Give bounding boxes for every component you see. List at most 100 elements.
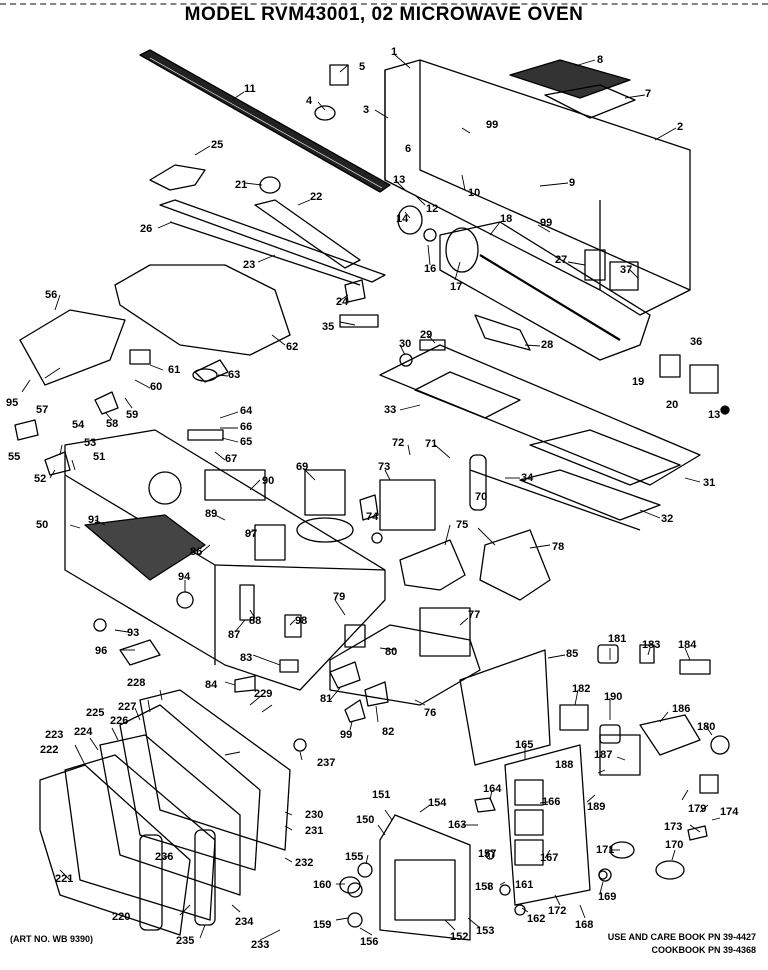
part-label-179: 179 [688,803,706,815]
part-label-51: 51 [93,451,105,463]
part-label-223: 223 [45,729,63,741]
part-label-34: 34 [521,472,534,484]
part-label-94: 94 [178,571,191,583]
duct-75-shape [399,539,466,591]
part-label-75: 75 [456,519,468,531]
inner-door-shape [379,814,471,941]
part-label-86: 86 [190,546,202,558]
part-label-224: 224 [74,726,93,738]
bracket-25-shape [149,164,206,191]
part-label-21: 21 [235,179,247,191]
part-label-58: 58 [106,418,118,430]
part-label-26: 26 [140,223,152,235]
part-label-19: 19 [632,376,644,388]
part-label-79: 79 [333,591,345,603]
part-label-235: 235 [176,935,194,947]
part-label-98: 98 [295,615,307,627]
part-label-61: 61 [168,364,180,376]
part-label-182: 182 [572,683,590,695]
part-label-50: 50 [36,519,48,531]
part-label-71: 71 [425,438,437,450]
part-labels: 1 2 3 4 5 6 7 8 9 10 11 12 13 13 14 16 1… [6,46,739,951]
outer-case-shape [384,59,691,316]
part-label-27: 27 [555,254,567,266]
part-label-87: 87 [228,629,240,641]
part-label-77: 77 [468,609,480,621]
part-label-28: 28 [541,339,553,351]
part-label-22: 22 [310,191,322,203]
part-label-222: 222 [40,744,58,756]
part-label-152: 152 [450,931,468,943]
part-label-18: 18 [500,213,512,225]
part-label-153: 153 [476,925,494,937]
part-label-78: 78 [552,541,564,553]
part-label-81: 81 [320,693,332,705]
small-components-shape [14,64,730,928]
part-label-189: 189 [587,801,605,813]
part-label-33: 33 [384,404,396,416]
part-label-80: 80 [385,646,397,658]
part-label-63: 63 [228,369,240,381]
part-label-17: 17 [450,281,462,293]
part-label-88: 88 [249,615,261,627]
part-label-13b: 13 [708,409,720,421]
part-label-190: 190 [604,691,622,703]
use-care-book-note: USE AND CARE BOOK PN 39-4427 [607,932,756,942]
part-label-96: 96 [95,645,107,657]
part-label-230: 230 [305,809,323,821]
part-label-72: 72 [392,437,404,449]
part-label-52: 52 [34,473,46,485]
side-panel-shape [459,649,551,766]
part-label-172: 172 [548,905,566,917]
base-plate-shape [329,607,481,706]
part-label-187: 187 [594,749,612,761]
part-label-174: 174 [720,806,739,818]
part-label-188: 188 [555,759,573,771]
part-label-157: 157 [478,848,496,860]
part-label-10: 10 [468,187,480,199]
part-label-14: 14 [396,213,409,225]
part-label-62: 62 [286,341,298,353]
panel-assembly-shape [379,344,701,531]
part-label-4: 4 [306,95,313,107]
part-label-99: 99 [486,119,498,131]
part-label-54: 54 [72,419,85,431]
part-label-16: 16 [424,263,436,275]
part-label-5: 5 [359,61,365,73]
part-label-228: 228 [127,677,145,689]
part-label-151: 151 [372,789,390,801]
duct-78-shape [479,529,551,601]
part-label-158: 158 [475,881,493,893]
part-label-70: 70 [475,491,487,503]
part-label-90: 90 [262,475,274,487]
part-label-163: 163 [448,819,466,831]
part-label-156: 156 [360,936,378,948]
part-label-31: 31 [703,477,715,489]
part-label-155: 155 [345,851,363,863]
part-label-66: 66 [240,421,252,433]
part-label-37: 37 [620,264,632,276]
control-board-shape [504,744,591,906]
part-label-167: 167 [540,852,558,864]
part-label-225: 225 [86,707,104,719]
duct-shape [19,264,291,386]
part-label-6: 6 [405,143,411,155]
part-label-159: 159 [313,919,331,931]
part-label-171: 171 [596,844,614,856]
part-label-183: 183 [642,639,660,651]
part-label-95: 95 [6,397,18,409]
part-label-30: 30 [399,338,411,350]
part-label-82: 82 [382,726,394,738]
part-label-165: 165 [515,739,533,751]
part-label-236: 236 [155,851,173,863]
part-label-221: 221 [55,873,73,885]
part-label-84: 84 [205,679,218,691]
part-label-166: 166 [542,796,560,808]
part-label-69: 69 [296,461,308,473]
part-label-13: 13 [393,174,405,186]
part-label-162: 162 [527,913,545,925]
part-label-161: 161 [515,879,533,891]
part-label-220: 220 [112,911,130,923]
part-label-55: 55 [8,451,20,463]
